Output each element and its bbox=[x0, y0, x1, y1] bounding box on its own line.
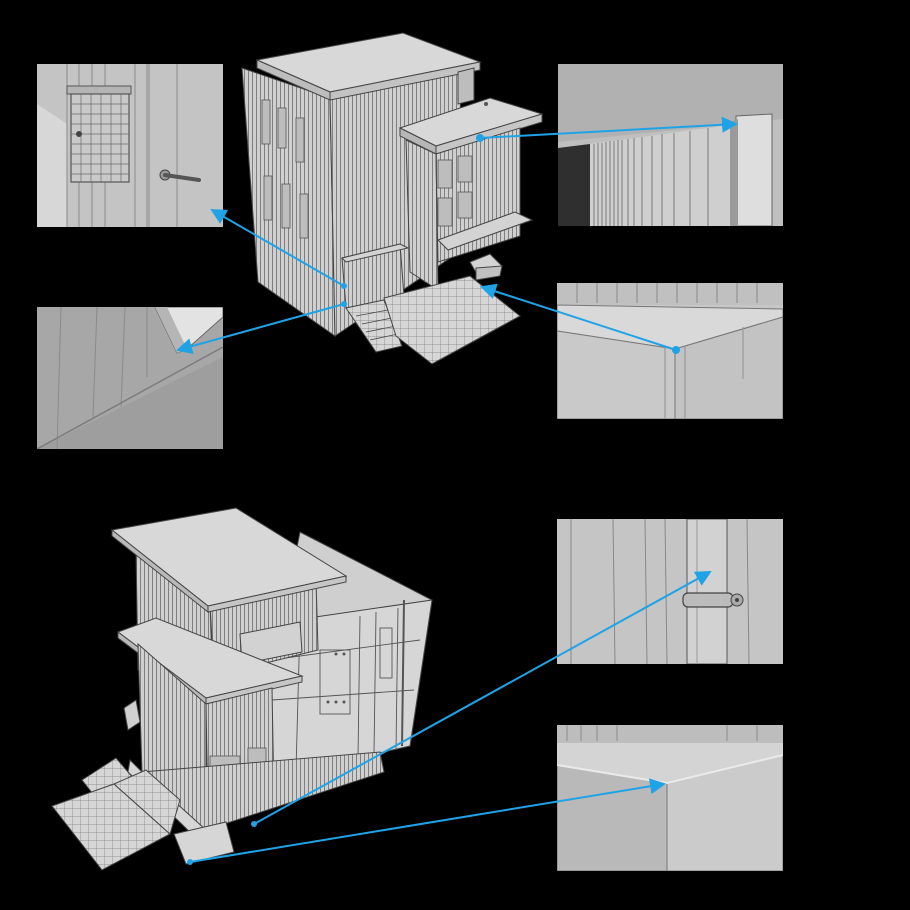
drainpipe-icon bbox=[682, 519, 744, 664]
callout-dot bbox=[251, 821, 257, 827]
callout-drainpipe-clamp bbox=[253, 571, 712, 825]
detail-wall-corner bbox=[37, 307, 223, 449]
detail-mailbox-door bbox=[37, 64, 223, 227]
callout-gutter-edge bbox=[479, 116, 738, 139]
building-model-rear-view bbox=[51, 507, 433, 871]
building-model-front-view bbox=[241, 32, 544, 365]
callout-floor-edge bbox=[189, 778, 666, 863]
callout-mailbox-door bbox=[210, 209, 345, 287]
detail-gutter-edge bbox=[558, 64, 783, 226]
callout-dot bbox=[341, 283, 347, 289]
callout-dot bbox=[187, 859, 193, 865]
door-handle-icon bbox=[159, 169, 201, 182]
callout-arrows bbox=[176, 116, 738, 863]
callout-dot bbox=[341, 301, 347, 307]
detail-floor-edge bbox=[557, 725, 783, 871]
detail-drainpipe-clamp bbox=[557, 519, 783, 664]
detail-slab-edge bbox=[557, 283, 783, 419]
callout-dot bbox=[476, 134, 484, 142]
mailbox-icon bbox=[66, 85, 132, 183]
callout-wall-corner bbox=[176, 303, 345, 354]
callout-dot bbox=[672, 346, 680, 354]
callout-slab-edge bbox=[480, 283, 677, 351]
